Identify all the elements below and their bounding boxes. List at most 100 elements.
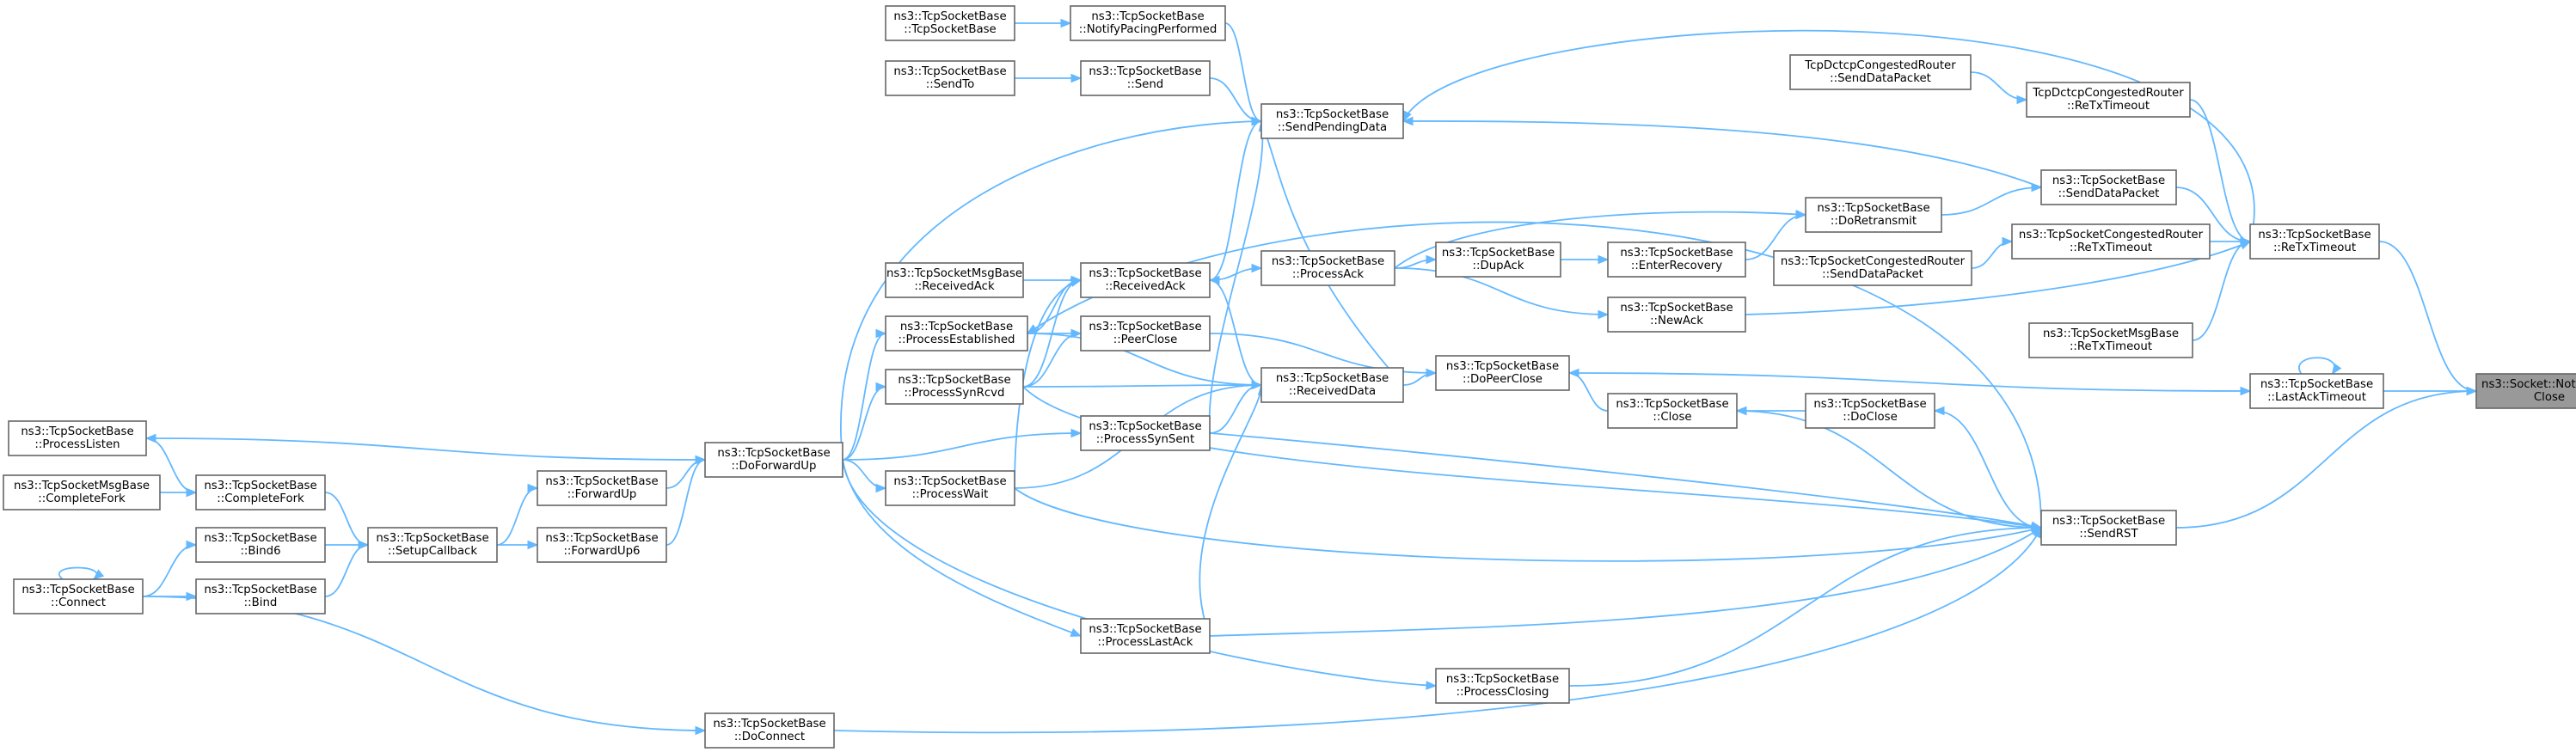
node-tcp-last-ack-timeout[interactable]: ns3::TcpSocketBase::LastAckTimeout [2249, 373, 2384, 409]
node-label-line-1: ns3::TcpSocketBase [2258, 229, 2371, 241]
node-box [2475, 373, 2576, 409]
node-tcp-process-listen[interactable]: ns3::TcpSocketBase::ProcessListen [8, 420, 147, 456]
node-tcp-do-peer-close[interactable]: ns3::TcpSocketBase::DoPeerClose [1435, 355, 1570, 391]
node-label-line-2: ::LastAckTimeout [2267, 391, 2366, 404]
edge-tcp_forward_up6-to-tcp_do_forward_up [665, 459, 706, 546]
node-label-line-2: ::ForwardUp [567, 488, 637, 501]
edge-arrowhead [1933, 406, 1945, 416]
node-box [2249, 373, 2384, 409]
node-tcp-connect[interactable]: ns3::TcpSocketBase::Connect [13, 578, 144, 614]
edge-arrowhead [144, 433, 156, 443]
node-label-line-1: ns3::TcpSocketBase [1817, 202, 1929, 215]
node-cong-retx[interactable]: ns3::TcpSocketCongestedRouter::ReTxTimeo… [2011, 223, 2211, 260]
node-box [13, 578, 144, 614]
node-cong-send-data[interactable]: ns3::TcpSocketCongestedRouter::SendDataP… [1773, 250, 1972, 286]
node-tcp-dup-ack[interactable]: ns3::TcpSocketBase::DupAck [1435, 241, 1561, 278]
edge-tcp_do_forward_up-to-tcp_send_pending [840, 120, 1262, 461]
edge-tcp_send_rst-to-tcp_do_close [1934, 410, 2042, 529]
node-tcp-received-data[interactable]: ns3::TcpSocketBase::ReceivedData [1260, 367, 1404, 403]
node-label-line-2: ::ProcessSynSent [1096, 433, 1194, 446]
node-box [195, 474, 326, 511]
edge-arrowhead [875, 483, 887, 493]
node-tcp-send-data-packet[interactable]: ns3::TcpSocketBase::SendDataPacket [2040, 169, 2177, 205]
node-tcp-new-ack[interactable]: ns3::TcpSocketBase::NewAck [1607, 297, 1746, 333]
node-tcp-sendto[interactable]: ns3::TcpSocketBase::SendTo [885, 60, 1015, 96]
node-tcp-send-rst[interactable]: ns3::TcpSocketBase::SendRST [2040, 510, 2177, 546]
edge-tcp_connect-to-tcp_do_connect [142, 596, 706, 731]
node-msg-retx[interactable]: ns3::TcpSocketMsgBase::ReTxTimeout [2028, 322, 2193, 358]
node-tcp-process-wait[interactable]: ns3::TcpSocketBase::ProcessWait [885, 470, 1015, 506]
node-tcp-process-syn-rcvd[interactable]: ns3::TcpSocketBase::ProcessSynRcvd [885, 369, 1024, 405]
edge-tcp_bind-to-tcp_setup_callback [324, 544, 369, 597]
node-label-line-1: ns3::TcpSocketBase [204, 584, 316, 596]
node-tcp-ctor[interactable]: ns3::TcpSocketBase::TcpSocketBase [885, 5, 1015, 41]
node-tcp-do-connect[interactable]: ns3::TcpSocketBase::DoConnect [704, 712, 835, 749]
node-tcp-send[interactable]: ns3::TcpSocketBase::Send [1080, 60, 1211, 96]
node-dctcp-retx[interactable]: TcpDctcpCongestedRouter::ReTxTimeout [2026, 82, 2191, 118]
node-tcp-last-ack[interactable]: ns3::TcpSocketBase::ProcessLastAck [1080, 618, 1211, 654]
node-label-line-1: ns3::TcpSocketBase [2260, 378, 2373, 391]
edge-tcp_do_forward_up-to-tcp_process_listen [145, 437, 706, 461]
node-box [885, 262, 1024, 298]
edge-arrowhead [2240, 386, 2252, 396]
node-label-line-1: ns3::TcpSocketBase [204, 532, 316, 545]
edge-tcp_process_syn_sent-to-tcp_send_pending [1208, 120, 1264, 434]
node-label-line-2: ::ReceivedAck [1105, 280, 1186, 293]
node-tcp-notify-pacing[interactable]: ns3::TcpSocketBase::NotifyPacingPerforme… [1070, 5, 1226, 41]
node-tcp-received-ack[interactable]: ns3::TcpSocketBase::ReceivedAck [1080, 262, 1211, 298]
node-label-line-2: ::ProcessSynRcvd [905, 387, 1005, 400]
node-tcp-do-retransmit[interactable]: ns3::TcpSocketBase::DoRetransmit [1805, 197, 1942, 233]
node-tcp-do-close[interactable]: ns3::TcpSocketBase::DoClose [1805, 393, 1935, 429]
node-tcp-setup-callback[interactable]: ns3::TcpSocketBase::SetupCallback [367, 527, 498, 563]
node-tcp-send-pending[interactable]: ns3::TcpSocketBase::SendPendingData [1260, 103, 1404, 139]
node-label-line-1: ns3::TcpSocketBase [898, 374, 1010, 387]
node-label-line-2: ::Bind [244, 596, 278, 609]
node-tcp-enter-recovery[interactable]: ns3::TcpSocketBase::EnterRecovery [1607, 241, 1746, 278]
edge-tcp_notify_pacing-to-tcp_send_pending [1224, 22, 1262, 122]
edge-arrowhead [695, 455, 707, 465]
node-tcp-do-forward-up[interactable]: ns3::TcpSocketBase::DoForwardUp [704, 442, 843, 478]
node-tcp-bind[interactable]: ns3::TcpSocketBase::Bind [195, 578, 326, 614]
node-tcp-complete-fork[interactable]: ns3::TcpSocketBase::CompleteFork [195, 474, 326, 511]
node-label-line-1: ns3::TcpSocketMsgBase [14, 480, 150, 492]
node-label-line-1: ns3::TcpSocketBase [1446, 360, 1559, 373]
node-tcp-forward-up[interactable]: ns3::TcpSocketBase::ForwardUp [537, 470, 667, 506]
node-label-line-1: ns3::TcpSocketBase [893, 475, 1006, 488]
node-msg-complete-fork[interactable]: ns3::TcpSocketMsgBase::CompleteFork [3, 474, 161, 511]
node-label-line-2: ::DoPeerClose [1463, 373, 1543, 386]
edge-arrowhead [1567, 368, 1579, 378]
node-msg-received-ack[interactable]: ns3::TcpSocketMsgBase::ReceivedAck [885, 262, 1024, 298]
edge-arrowhead [1251, 380, 1263, 390]
edge-tcp_setup_callback-to-tcp_forward_up [496, 487, 538, 546]
node-label-line-1: ns3::TcpSocketBase [893, 65, 1006, 78]
node-tcp-bind6[interactable]: ns3::TcpSocketBase::Bind6 [195, 527, 326, 563]
node-tcp-process-established[interactable]: ns3::TcpSocketBase::ProcessEstablished [885, 315, 1028, 352]
node-label-line-2: ::ReceivedData [1289, 385, 1376, 398]
edge-arrowhead [695, 725, 707, 736]
node-label-line-1: ns3::TcpSocketBase [1616, 398, 1728, 411]
node-tcp-process-closing[interactable]: ns3::TcpSocketBase::ProcessClosing [1435, 668, 1570, 704]
edge-arrowhead [1426, 681, 1438, 690]
node-label-line-1: ns3::TcpSocketBase [1089, 267, 1201, 280]
edge-tcp_received_data-to-tcp_received_ack [1209, 279, 1262, 386]
node-label-line-1: ns3::TcpSocketBase [2052, 174, 2165, 187]
node-tcp-retx-timeout[interactable]: ns3::TcpSocketBase::ReTxTimeout [2249, 223, 2380, 260]
node-label-line-1: ns3::TcpSocketBase [1089, 420, 1201, 433]
edge-tcp_do_peer_close-to-tcp_last_ack_timeout [1568, 372, 2251, 392]
node-label-line-2: ::NewAck [1650, 315, 1703, 327]
node-tcp-peer-close[interactable]: ns3::TcpSocketBase::PeerClose [1080, 315, 1211, 352]
node-label-line-1: ns3::TcpSocketBase [1272, 255, 1384, 268]
edge-arrowhead [2331, 363, 2342, 376]
node-dctcp-send-data[interactable]: TcpDctcpCongestedRouter::SendDataPacket [1789, 54, 1972, 90]
node-tcp-forward-up6[interactable]: ns3::TcpSocketBase::ForwardUp6 [537, 527, 667, 563]
node-tcp-process-syn-sent[interactable]: ns3::TcpSocketBase::ProcessSynSent [1080, 415, 1211, 451]
edge-arrowhead [1208, 275, 1220, 285]
node-box [3, 474, 161, 511]
node-label-line-1: ns3::TcpSocketCongestedRouter [1781, 255, 1966, 268]
node-tcp-close[interactable]: ns3::TcpSocketBase::Close [1607, 393, 1738, 429]
node-tcp-process-ack[interactable]: ns3::TcpSocketBase::ProcessAck [1260, 250, 1395, 286]
node-box [2026, 82, 2191, 118]
node-notify-error-close[interactable]: ns3::Socket::NotifyErrorClose [2475, 373, 2576, 409]
edge-arrowhead [92, 569, 105, 580]
